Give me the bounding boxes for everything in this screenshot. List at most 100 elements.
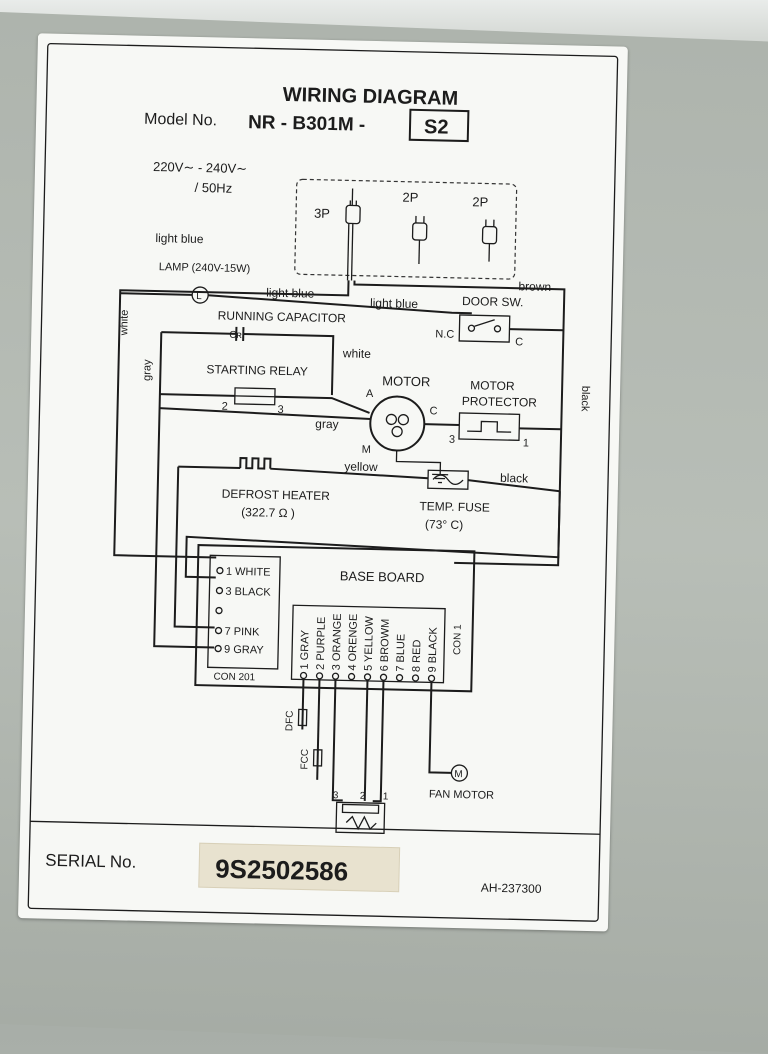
motor-protector-contact <box>467 421 511 432</box>
con1-pin: 1 GRAY <box>299 629 312 669</box>
wiring-label-sticker: WIRING DIAGRAM Model No. NR - B301M - S2… <box>18 33 628 931</box>
wire-pot-1 <box>373 680 384 801</box>
plug-2p-icon-b <box>482 219 497 261</box>
wire-gray-left <box>154 332 221 647</box>
wire-protector-right <box>519 428 561 429</box>
door-switch-icon <box>459 315 510 342</box>
motor-coil-c <box>392 426 402 436</box>
con1-pin: 2 PURPLE <box>315 617 328 670</box>
model-suffix: S2 <box>424 116 449 139</box>
starting-relay-label: STARTING RELAY <box>206 362 308 378</box>
wire-relay-left <box>160 394 235 396</box>
wire-door-right <box>509 329 563 330</box>
protector-pin-left: 3 <box>449 434 455 446</box>
wire-motor-protector <box>424 424 459 425</box>
wire-black-right-label: black <box>579 386 592 412</box>
protector-pin-right: 1 <box>523 437 529 449</box>
wire-white-left-label: white <box>118 310 131 337</box>
con1-pin: 3 ORANGE <box>331 613 344 670</box>
starting-relay-core <box>235 396 275 397</box>
con201-pin-dot <box>215 645 221 651</box>
fan-motor-label: FAN MOTOR <box>429 788 495 801</box>
base-board-label: BASE BOARD <box>340 568 425 585</box>
con201-label: CON 201 <box>213 671 255 683</box>
wire-light-blue-lamp-label: light blue <box>266 286 315 301</box>
con1-pin: 6 BROWM <box>379 619 392 672</box>
diagram-title: WIRING DIAGRAM <box>282 84 458 110</box>
wire-gray-motor <box>159 408 370 419</box>
con1-pin: 9 BLACK <box>427 626 440 672</box>
con1-pin: 5 YELLOW <box>363 615 376 671</box>
lamp-symbol: L <box>196 291 202 302</box>
door-c-label: C <box>515 336 523 348</box>
motor-protector-label-2: PROTECTOR <box>462 394 538 410</box>
con1-pin: 7 BLUE <box>395 634 408 672</box>
con201-pin-list: 1 WHITE 3 BLACK 7 PINK 9 GRAY <box>215 566 272 657</box>
serial-divider <box>30 821 600 834</box>
temp-fuse-rating: (73° C) <box>425 517 463 532</box>
wire-brown-label: brown <box>518 279 551 294</box>
con201-pin: 1 WHITE <box>226 566 271 579</box>
con1-pin-list: 1 GRAY 2 PURPLE 3 ORANGE 4 ORENGE 5 YELL… <box>299 613 440 673</box>
motor-coil-b <box>398 415 408 425</box>
door-switch-contact-b <box>494 326 500 332</box>
door-nc-label: N.C <box>435 328 454 340</box>
wire-yellow-label: yellow <box>344 459 378 474</box>
door-switch-lever <box>475 319 495 326</box>
wire-heater-left <box>178 467 240 468</box>
con1-pin: 4 ORENGE <box>347 614 360 671</box>
con201-pin-dot <box>217 568 223 574</box>
wire-light-blue-top-label: light blue <box>155 231 204 246</box>
motor-icon <box>370 396 425 451</box>
wire-pot-2 <box>365 680 368 801</box>
con1-label: CON 1 <box>452 624 464 655</box>
door-switch-contact-a <box>468 325 474 331</box>
wiring-diagram-svg: WIRING DIAGRAM Model No. NR - B301M - S2… <box>18 33 628 931</box>
con1-pin: 8 RED <box>411 639 424 672</box>
pot-pin-3: 3 <box>333 790 339 801</box>
plug-2p-label-a: 2P <box>402 190 418 205</box>
potentiometer-body <box>342 804 378 813</box>
pot-pin-2: 2 <box>360 791 366 802</box>
con201-pin-dot <box>216 607 222 613</box>
plug-3p-label: 3P <box>314 206 330 221</box>
door-switch-label: DOOR SW. <box>462 294 524 309</box>
defrost-resistance-label: (322.7 Ω ) <box>241 505 295 520</box>
motor-coil-a <box>386 414 396 424</box>
temp-fuse-element <box>433 475 463 485</box>
wire-fcc <box>317 679 319 780</box>
fan-motor-symbol: M <box>454 769 463 780</box>
serial-number: 9S2502586 <box>215 854 349 887</box>
frequency-text: / 50Hz <box>194 180 232 196</box>
serial-label: SERIAL No. <box>45 851 136 872</box>
defrost-heater-label: DEFROST HEATER <box>222 487 331 503</box>
voltage-text: 220V∼ - 240V∼ <box>153 159 247 176</box>
con201-pin: 9 GRAY <box>224 644 264 657</box>
motor-label: MOTOR <box>382 373 430 389</box>
motor-a-label: A <box>366 388 374 400</box>
wire-light-blue-door-label: light blue <box>370 296 419 311</box>
wire-relay-motor <box>275 397 370 413</box>
wire-black-fuse-label: black <box>500 471 529 486</box>
wire-gray-motor-label: gray <box>315 417 339 432</box>
motor-m-label: M <box>362 444 371 456</box>
temp-fuse-label: TEMP. FUSE <box>419 499 490 515</box>
plug-2p-label-b: 2P <box>472 194 488 209</box>
lamp-label: LAMP (240V-15W) <box>159 261 251 275</box>
con201-pin: 7 PINK <box>224 626 260 639</box>
wire-fan-motor <box>429 681 453 772</box>
document-code: AH-237300 <box>481 881 542 896</box>
con201-pin-dot <box>215 627 221 633</box>
potentiometer-resistor <box>346 817 376 830</box>
plug-2p-icon-a <box>412 216 427 264</box>
wire-lamp-left <box>120 293 192 295</box>
defrost-heater-icon <box>240 458 270 469</box>
wire-pot-3 <box>333 679 346 800</box>
motor-protector-icon <box>459 413 520 440</box>
dfc-label: DFC <box>284 711 295 732</box>
wire-dfc <box>302 678 303 729</box>
con201-pin: 3 BLACK <box>225 586 271 599</box>
motor-c-label: C <box>429 405 437 417</box>
wire-white-cap-label: white <box>342 346 372 361</box>
motor-protector-label-1: MOTOR <box>470 378 515 393</box>
